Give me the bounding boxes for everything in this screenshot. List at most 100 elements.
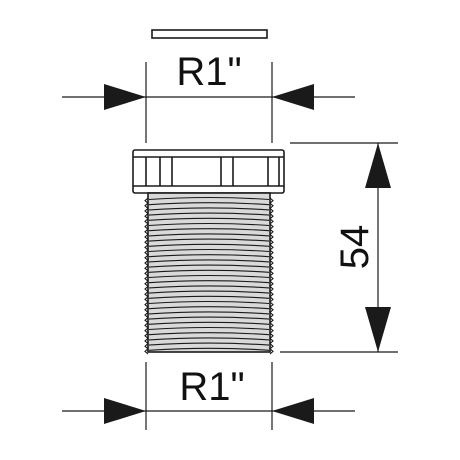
thread-line (148, 337, 270, 341)
height-arrow-top (365, 143, 391, 188)
thread-crest (144, 239, 149, 246)
thread-crest (269, 343, 274, 350)
thread-line (148, 316, 270, 320)
top-washer (151, 29, 268, 39)
thread-line (148, 222, 270, 227)
bottom-thread-label: R1" (179, 365, 244, 409)
thread-line (148, 217, 270, 221)
thread-line (148, 269, 270, 273)
thread-line (148, 321, 270, 325)
thread-line (148, 274, 270, 279)
thread-line (148, 290, 270, 294)
thread-crest (269, 301, 274, 308)
thread-crest (144, 337, 149, 345)
thread-line (148, 280, 270, 284)
thread-crest (269, 280, 274, 287)
thread-line (148, 295, 270, 299)
thread-line (148, 264, 270, 268)
thread-crest (144, 254, 149, 261)
thread-crest (269, 259, 274, 267)
thread-crest (144, 332, 149, 339)
thread-crest (269, 218, 274, 225)
thread-crest (269, 197, 274, 204)
top-arrow-right (272, 84, 314, 110)
thread-line (148, 228, 270, 232)
thread-line (148, 300, 270, 305)
thread-crest (144, 275, 149, 282)
thread-line (148, 233, 270, 237)
thread-crest (144, 301, 149, 308)
thread-crest (144, 296, 149, 303)
thread-crest (144, 343, 149, 350)
thread-crest (144, 213, 149, 220)
thread-line (148, 212, 270, 216)
thread-line (148, 347, 270, 351)
thread-crest (269, 337, 274, 345)
thread-crest (269, 322, 274, 329)
height-arrow-bottom (365, 307, 391, 352)
thread-crest (144, 306, 149, 313)
thread-crest (269, 332, 274, 339)
thread-crest (269, 296, 274, 303)
thread-crest (144, 207, 149, 215)
thread-line (148, 238, 270, 242)
thread-crest (269, 207, 274, 215)
thread-crest (269, 223, 274, 230)
thread-line (148, 248, 270, 253)
thread-crest (144, 317, 149, 324)
thread-crest (269, 249, 274, 256)
thread-crest (144, 202, 149, 209)
thread-crest (269, 213, 274, 220)
thread-crest (144, 218, 149, 225)
thread-line (148, 202, 270, 206)
thread-line (148, 306, 270, 310)
thread-crest (269, 254, 274, 261)
thread-crest (269, 202, 274, 209)
thread-crest (144, 233, 149, 241)
height-label: 54 (333, 225, 377, 270)
fitting-head (132, 149, 285, 194)
threaded-body (144, 192, 274, 355)
top-arrow-left (104, 84, 146, 110)
thread-crest (144, 291, 149, 298)
thread-crest (269, 233, 274, 241)
thread-line (148, 207, 270, 211)
bottom-arrow-right (272, 398, 314, 424)
thread-crest (144, 285, 149, 293)
thread-line (148, 332, 270, 336)
thread-crest (269, 348, 274, 355)
thread-line (148, 311, 270, 315)
thread-crest (144, 348, 149, 355)
thread-crest (144, 223, 149, 230)
thread-crest (269, 275, 274, 282)
thread-crest (144, 280, 149, 287)
thread-crest (269, 239, 274, 246)
thread-line (148, 259, 270, 263)
thread-crest (269, 317, 274, 324)
top-thread-label: R1" (176, 50, 241, 94)
thread-crest (269, 228, 274, 235)
thread-line (148, 254, 270, 258)
thread-crest (144, 270, 149, 277)
thread-crest (269, 285, 274, 293)
thread-crest (269, 327, 274, 334)
thread-crest (269, 291, 274, 298)
thread-line (148, 243, 270, 247)
thread-crest (144, 259, 149, 267)
bottom-arrow-left (104, 398, 146, 424)
thread-line (148, 285, 270, 289)
thread-crest (144, 322, 149, 329)
thread-crest (269, 244, 274, 251)
thread-crest (144, 265, 149, 272)
thread-crest (269, 311, 274, 319)
thread-crest (144, 249, 149, 256)
thread-line (148, 326, 270, 331)
thread-line (148, 342, 270, 346)
thread-crest (144, 228, 149, 235)
thread-crest (269, 306, 274, 313)
thread-crest (144, 327, 149, 334)
thread-crest (144, 311, 149, 319)
thread-crest (269, 270, 274, 277)
